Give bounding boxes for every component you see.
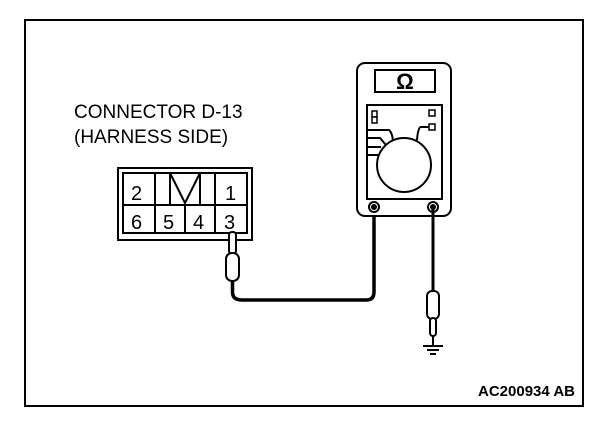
pin-4: 4 (193, 212, 204, 234)
pin-3: 3 (224, 212, 235, 234)
pin-5: 5 (163, 212, 174, 234)
connector (117, 167, 253, 241)
probe-lead-ground (426, 208, 440, 346)
rotary-dial[interactable] (376, 137, 432, 193)
probe-lead-connector (225, 208, 376, 302)
pin-1: 1 (225, 183, 236, 205)
ohm-symbol-display: Ω (396, 69, 414, 94)
figure-frame (24, 19, 584, 407)
multimeter (356, 62, 452, 217)
pin-2: 2 (131, 183, 142, 205)
connector-title: CONNECTOR D-13 (74, 102, 243, 123)
figure-id: AC200934 AB (478, 383, 575, 400)
pin-6: 6 (131, 212, 142, 234)
connector-subtitle: (HARNESS SIDE) (74, 127, 228, 148)
ground-icon (423, 345, 443, 355)
